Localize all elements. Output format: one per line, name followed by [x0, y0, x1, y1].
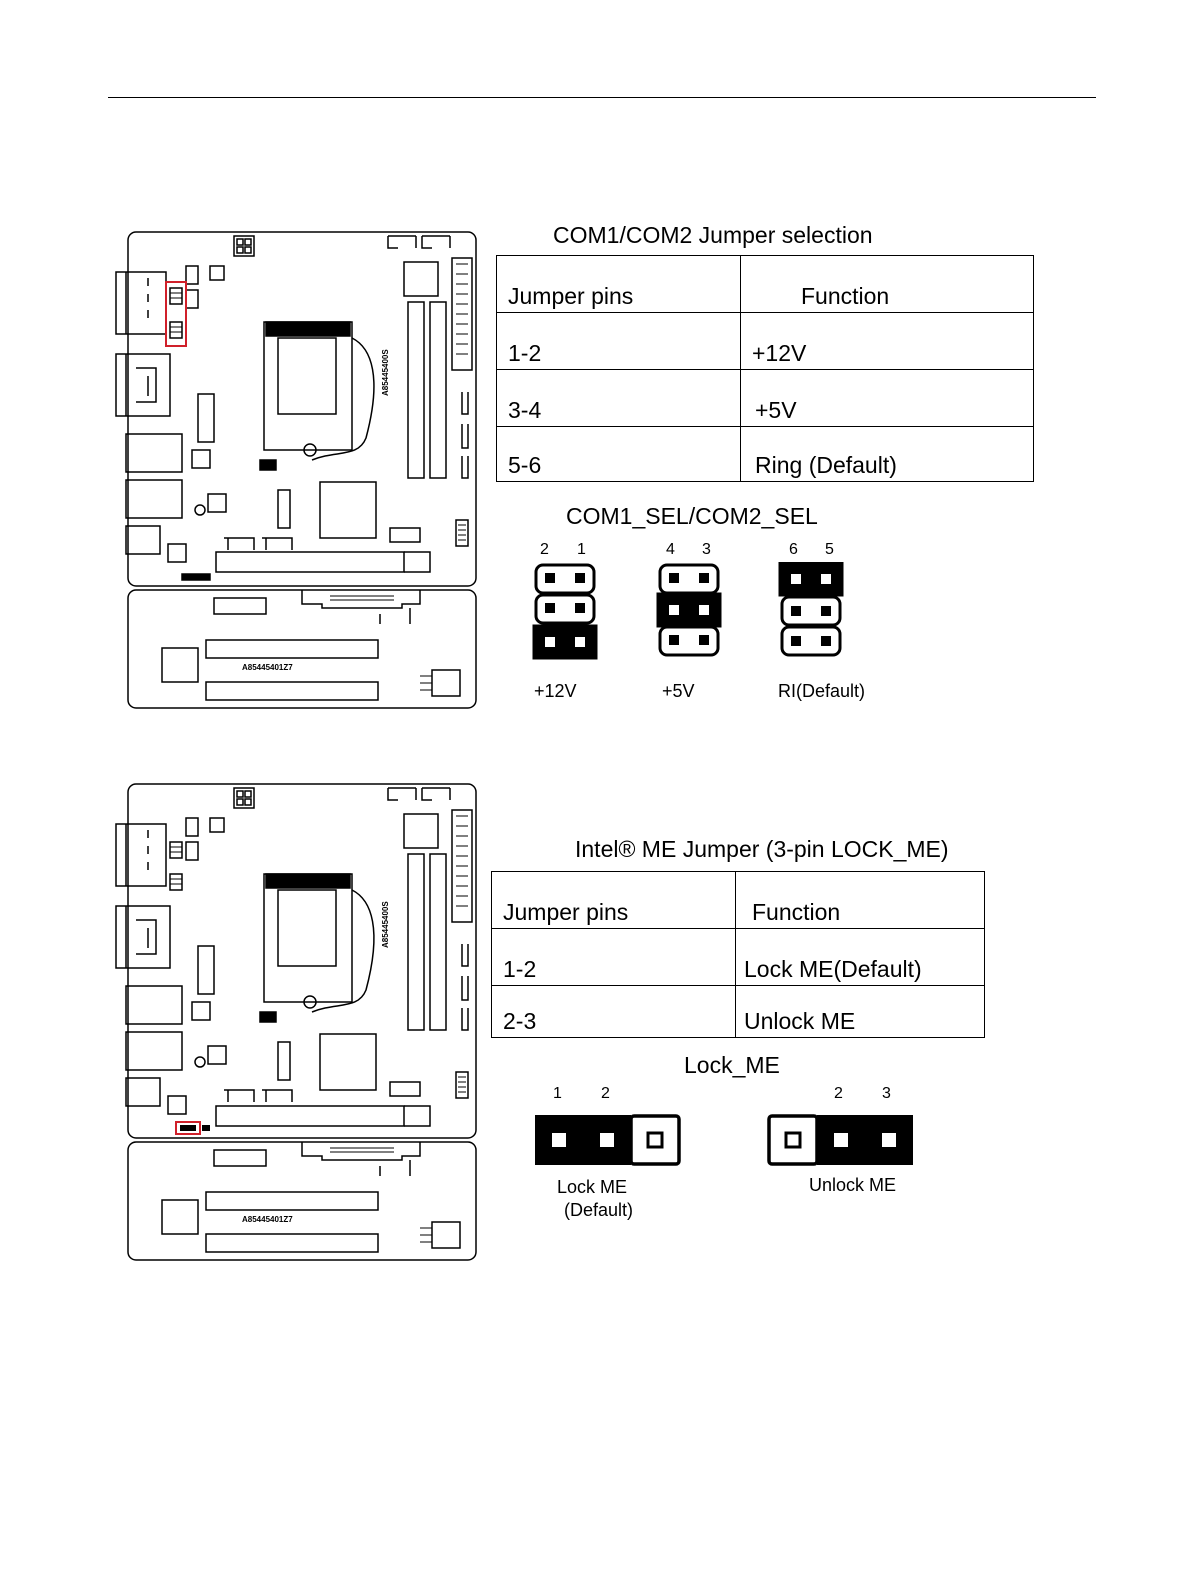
me-jumper-title: Intel® ME Jumper (3-pin LOCK_ME) [575, 836, 949, 862]
pin-number: 4 [666, 541, 675, 558]
com-sel-header-name: COM1_SEL/COM2_SEL [566, 503, 818, 529]
pin-number: 5 [825, 541, 834, 558]
table-row: 1-2 +12V [496, 312, 1034, 370]
table-row: 1-2 Lock ME(Default) [491, 928, 985, 986]
com-jumper-table: Jumper pins Function 1-2 +12V 3-4 +5V 5-… [496, 255, 1034, 482]
motherboard-diagram-com: A85445400S A85445401Z7 [112, 228, 484, 719]
table-cell-pins: 1-2 [491, 928, 736, 986]
jumper-label: Unlock ME [809, 1175, 897, 1195]
table-cell-pins: 5-6 [496, 426, 741, 482]
jumper-label: +12V [534, 681, 577, 701]
com-jumper-title: COM1/COM2 Jumper selection [553, 222, 873, 248]
pin-number: 3 [702, 541, 711, 558]
motherboard-diagram-me: A85445400S A85445401Z7 [112, 780, 484, 1271]
pin-number: 1 [577, 541, 586, 558]
jumper-label: (Default) [564, 1200, 634, 1220]
jumper-ri-default [778, 562, 844, 657]
lock-me-header-name: Lock_ME [684, 1052, 780, 1078]
table-cell-function: +12V [740, 312, 1034, 370]
pin-number: 2 [540, 541, 549, 558]
table-row: 2-3 Unlock ME [491, 985, 985, 1038]
svg-text:A85445400S: A85445400S [381, 349, 390, 396]
table-header-row: Jumper pins Function [491, 871, 985, 929]
jumper-label: +5V [662, 681, 695, 701]
table-header-function: Function [735, 871, 985, 929]
svg-text:A85445401Z7: A85445401Z7 [242, 663, 293, 672]
me-jumper-table: Jumper pins Function 1-2 Lock ME(Default… [491, 871, 985, 1038]
pin-number: 1 [553, 1085, 562, 1102]
table-cell-function: +5V [740, 369, 1034, 427]
table-header-pins: Jumper pins [491, 871, 736, 929]
svg-text:A85445401Z7: A85445401Z7 [242, 1215, 293, 1224]
table-cell-pins: 1-2 [496, 312, 741, 370]
table-row: 5-6 Ring (Default) [496, 426, 1034, 482]
pin-number: 2 [601, 1085, 610, 1102]
jumper-label: RI(Default) [778, 681, 866, 701]
table-cell-function: Ring (Default) [740, 426, 1034, 482]
jumper-unlock-me [767, 1114, 913, 1166]
pin-number: 6 [789, 541, 798, 558]
jumper-lock-me-default [535, 1114, 681, 1166]
table-header-row: Jumper pins Function [496, 255, 1034, 313]
table-cell-function: Unlock ME [735, 985, 985, 1038]
svg-text:A85445400S: A85445400S [381, 901, 390, 948]
table-cell-pins: 2-3 [491, 985, 736, 1038]
jumper-5v [656, 563, 722, 657]
pin-number: 3 [882, 1085, 891, 1102]
table-row: 3-4 +5V [496, 369, 1034, 427]
table-header-function: Function [740, 255, 1034, 313]
jumper-12v [532, 563, 598, 660]
header-rule [108, 97, 1096, 98]
table-header-pins: Jumper pins [496, 255, 741, 313]
com-sel-jumper-diagrams [532, 562, 844, 660]
jumper-label: Lock ME [557, 1177, 628, 1197]
lock-me-jumper-diagrams [535, 1114, 913, 1166]
table-cell-pins: 3-4 [496, 369, 741, 427]
table-cell-function: Lock ME(Default) [735, 928, 985, 986]
pin-number: 2 [834, 1085, 843, 1102]
